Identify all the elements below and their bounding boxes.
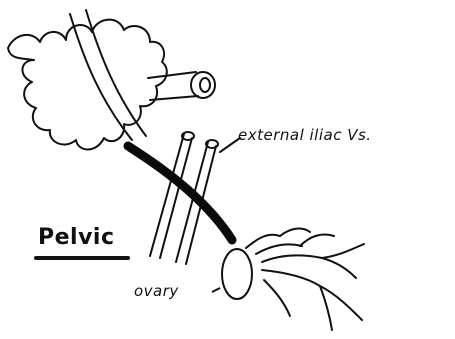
iliac-pointer bbox=[220, 138, 240, 152]
diagram-title: Pelvic bbox=[38, 225, 115, 250]
ovary-shape bbox=[222, 249, 252, 299]
fimbriae bbox=[246, 229, 364, 330]
tube-lumen bbox=[200, 78, 210, 92]
ovary-label: ovary bbox=[134, 282, 179, 300]
external-iliac-vessels bbox=[150, 132, 218, 264]
bowel-inner-line bbox=[70, 14, 132, 140]
ovarian-vessel bbox=[128, 146, 232, 240]
tube-opening bbox=[191, 72, 215, 98]
external-iliac-label: external iliac Vs. bbox=[238, 126, 372, 144]
ovary-pointer bbox=[212, 288, 220, 292]
bowel-outline bbox=[8, 20, 167, 150]
